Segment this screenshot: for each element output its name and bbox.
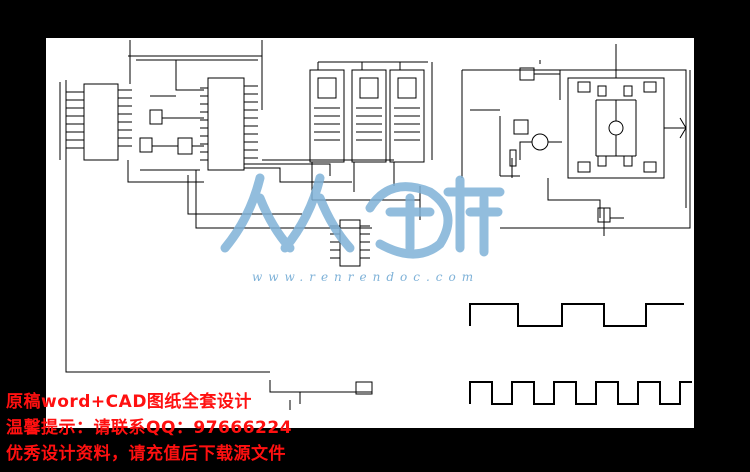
display-block-1 [309, 69, 345, 163]
square-wave-top [469, 303, 684, 327]
promo-line-2: 温馨提示：请联系QQ：97666224 [6, 418, 293, 438]
display-block-3 [389, 69, 425, 163]
promo-line-1: 原稿word+CAD图纸全套设计 [6, 392, 252, 412]
square-wave-bottom [469, 381, 692, 405]
watermark-url: www.renrendoc.com [252, 270, 480, 284]
promo-line-3: 优秀设计资料，请充值后下载源文件 [6, 444, 286, 464]
schematic-sheet [46, 38, 694, 428]
renrendoc-watermark-logo [220, 173, 505, 259]
circuit-wiring [59, 40, 691, 410]
display-block-2 [351, 69, 387, 163]
ic-main [207, 77, 245, 171]
